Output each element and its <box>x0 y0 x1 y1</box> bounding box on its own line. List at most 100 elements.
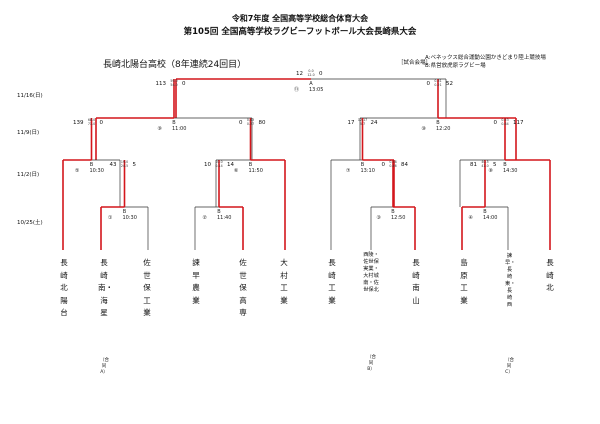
r3-right-half: 0-46 <box>389 164 396 168</box>
qf4-left-score: 0 <box>494 120 498 126</box>
r3-left-score: 0 <box>382 162 386 168</box>
final-left-half: 0-0 <box>308 69 313 73</box>
r3-venue: B <box>391 209 395 215</box>
qf2-left-score: 0 <box>239 120 243 126</box>
qf4-right-half: 0-64 <box>501 122 508 126</box>
final-number: ⑪ <box>294 86 299 93</box>
final-time: 13:05 <box>309 87 323 93</box>
final-venue: A <box>309 81 313 87</box>
qf2-time: 11:50 <box>249 168 263 174</box>
team-5: 佐世保高専 <box>239 258 247 317</box>
qf1-right-score: 0 <box>100 120 104 126</box>
date-quarter: 11/2(日) <box>17 172 40 178</box>
sf1-left-half: 59-0 <box>170 79 177 83</box>
team-1: 長崎北陽台 <box>60 258 68 317</box>
r4-left-score: 81 <box>470 162 477 168</box>
champion-label: 長崎北陽台高校（8年連続24回目） <box>103 60 247 70</box>
r2-right-score: 14 <box>227 162 234 168</box>
team-3: 佐世保工業 <box>143 258 151 317</box>
team-6: 大村工業 <box>280 258 288 305</box>
qf1-time: 10:30 <box>90 168 104 174</box>
qf2-left-half: 0-43 <box>247 118 254 122</box>
qf3-time: 13:10 <box>361 168 375 174</box>
r2-venue: B <box>217 209 221 215</box>
qf2-venue: B <box>249 162 253 168</box>
qf4-venue: B <box>503 162 507 168</box>
team-2-note: （合同A） <box>100 358 109 375</box>
qf4-number: ⑧ <box>489 168 494 174</box>
tournament-subtitle: 第105回 全国高等学校ラグビーフットボール大会長崎県大会 <box>183 27 417 37</box>
qf1-left-half: 68-0 <box>88 118 95 122</box>
r1-venue: B <box>123 209 127 215</box>
venue-list: A:ベネックス総合運動公園かきどまり陸上競技場 B:県営放虎原ラグビー場 <box>425 54 546 70</box>
r1-number: ① <box>108 215 113 221</box>
qf3-number: ⑦ <box>346 168 351 174</box>
r2-time: 11:40 <box>217 215 231 221</box>
r1-right-score: 5 <box>133 162 137 168</box>
qf1-number: ⑤ <box>75 168 79 174</box>
sf1-venue: B <box>172 120 176 126</box>
tournament-title: 令和7年度 全国高等学校総合体育大会 <box>231 14 369 23</box>
qf3-left-score: 17 <box>348 120 355 126</box>
qf2-right-half: 0-37 <box>247 122 254 126</box>
r2-left-score: 10 <box>204 162 211 168</box>
r1-left-score: 43 <box>110 162 117 168</box>
qf3-left-half: 12-17 <box>358 118 367 122</box>
team-11-note: （合同C） <box>505 358 514 375</box>
sf1-right-score: 0 <box>182 81 186 87</box>
qf1-left-score: 139 <box>73 120 84 126</box>
venue-b: B:県営放虎原ラグビー場 <box>425 63 486 69</box>
r2-number: ② <box>203 215 208 221</box>
r4-left-half: 40-5 <box>481 160 488 164</box>
r4-time: 14:00 <box>483 215 497 221</box>
date-semi: 11/9(日) <box>17 130 40 136</box>
r3-number: ③ <box>377 215 381 221</box>
r4-venue: B <box>483 209 487 215</box>
team-9: 長崎南山 <box>412 258 420 305</box>
qf2-number: ⑥ <box>234 168 239 174</box>
qf2-right-score: 80 <box>259 120 266 126</box>
sf1-number: ⑨ <box>158 126 162 132</box>
sf2-left-half: 0-31 <box>434 79 441 83</box>
sf2-time: 12:20 <box>436 126 450 132</box>
qf3-right-half: 5-7 <box>360 122 365 126</box>
r4-number: ④ <box>469 215 474 221</box>
date-final: 11/16(日) <box>17 93 43 99</box>
sf1-left-score: 113 <box>156 81 167 87</box>
qf1-right-half: 71-0 <box>88 122 95 126</box>
qf3-venue: B <box>361 162 365 168</box>
qf4-left-half: 0-53 <box>501 118 508 122</box>
sf2-right-score: 52 <box>446 81 453 87</box>
venue-key-label: ［試合会場］ <box>398 60 432 66</box>
qf1-venue: B <box>90 162 94 168</box>
final-right-score: 0 <box>319 71 323 77</box>
qf4-time: 14:30 <box>503 168 517 174</box>
sf2-left-score: 0 <box>427 81 431 87</box>
team-2: 長崎南・海星 <box>98 258 113 317</box>
sf2-number: ⑩ <box>422 126 427 132</box>
r2-left-half: 10-0 <box>215 160 222 164</box>
date-round1: 10/25(土) <box>17 220 43 226</box>
sf2-venue: B <box>436 120 440 126</box>
qf3-right-score: 24 <box>371 120 378 126</box>
qf4-right-score: 117 <box>513 120 524 126</box>
sf2-right-half: 0-21 <box>434 83 441 87</box>
r3-time: 12:50 <box>391 215 405 221</box>
sf1-right-half: 54-0 <box>170 83 177 87</box>
r1-left-half: 19-0 <box>121 160 128 164</box>
team-7: 長崎工業 <box>328 258 336 305</box>
team-12: 長崎北 <box>546 258 554 292</box>
team-8: 西陵・佐世保実業・大村城南・佐世保北 <box>363 252 379 293</box>
final-left-score: 12 <box>296 71 303 77</box>
venue-a: A:ベネックス総合運動公園かきどまり陸上競技場 <box>425 55 546 61</box>
r3-left-half: 0-38 <box>389 160 396 164</box>
sf1-time: 11:00 <box>172 126 186 132</box>
final-right-half: 12-0 <box>307 73 314 77</box>
r4-right-half: 41-0 <box>481 164 488 168</box>
r1-time: 10:30 <box>123 215 137 221</box>
team-10: 島原工業 <box>460 258 468 305</box>
team-8-note: （合同B） <box>367 355 376 372</box>
team-11: 諫早・長崎東・長崎西 <box>505 253 516 308</box>
team-4: 諫早農業 <box>192 258 200 305</box>
